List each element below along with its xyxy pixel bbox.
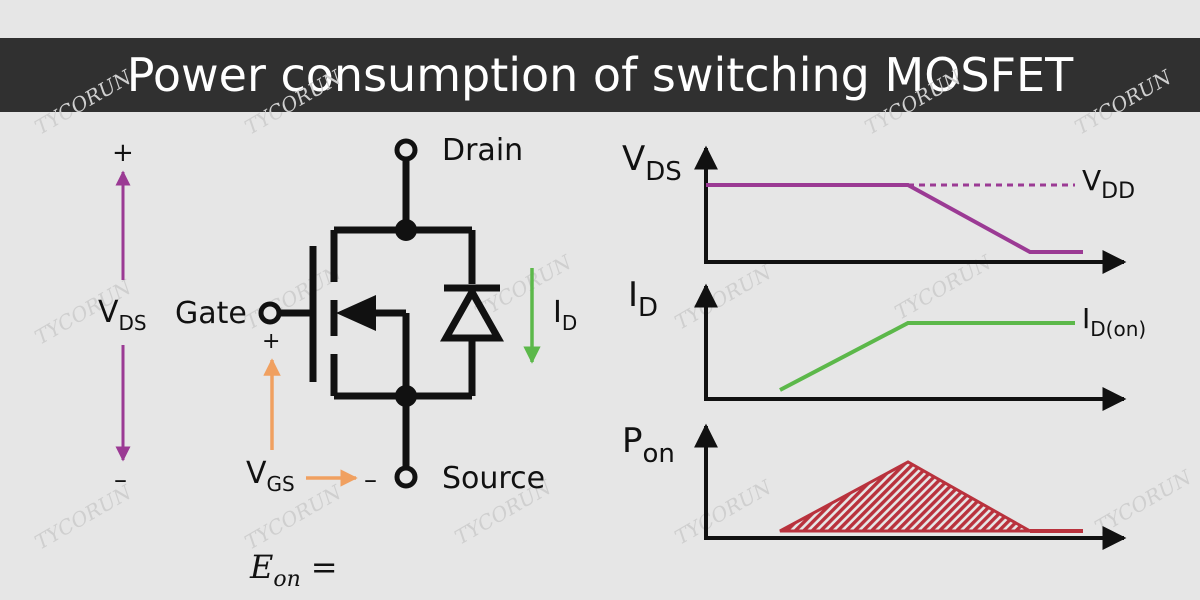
pon-axis-label: Pon — [622, 421, 675, 469]
page-title: Power consumption of switching MOSFET — [126, 48, 1074, 102]
pon-energy-area — [779, 460, 1036, 533]
vds-axis-label: VDS — [622, 139, 682, 187]
title-bar: Power consumption of switching MOSFET — [0, 38, 1200, 112]
id-axis-label: ID — [628, 275, 658, 323]
vds-indicator: + VDS – — [98, 138, 147, 495]
watermark-text: TYCORUN — [671, 259, 777, 334]
drain-node — [395, 219, 417, 241]
id-label: ID — [553, 295, 577, 335]
watermark-text: TYCORUN — [241, 64, 347, 139]
pon-waveform: Pon — [622, 421, 1127, 550]
watermark-text: TYCORUN — [861, 64, 967, 139]
minus-sign: – — [114, 465, 127, 495]
watermark-text: TYCORUN — [1071, 64, 1177, 139]
id-curve — [779, 321, 1075, 392]
mosfet-circuit — [258, 138, 504, 489]
gate-label: Gate — [175, 296, 247, 331]
gate-plus-sign: + — [262, 329, 280, 354]
vgs-label: VGS — [246, 456, 295, 496]
source-terminal — [394, 465, 418, 489]
vgs-minus-sign: – — [364, 465, 377, 495]
drain-terminal — [394, 138, 418, 162]
id-on-label: ID(on) — [1082, 302, 1146, 341]
energy-formula: Eon= — [249, 548, 338, 592]
vdd-label: VDD — [1082, 164, 1135, 204]
source-label: Source — [442, 461, 545, 496]
drain-label: Drain — [442, 133, 523, 168]
body-arrow-icon — [336, 295, 376, 331]
watermark-text: TYCORUN — [1091, 464, 1197, 539]
vds-waveform: VDS VDD — [622, 139, 1135, 274]
vds-curve — [706, 183, 1083, 254]
plus-sign: + — [112, 138, 134, 168]
gate-terminal — [258, 301, 282, 325]
watermark-text: TYCORUN — [31, 64, 137, 139]
vds-label: VDS — [98, 295, 147, 335]
id-waveform: ID ID(on) — [628, 275, 1146, 411]
